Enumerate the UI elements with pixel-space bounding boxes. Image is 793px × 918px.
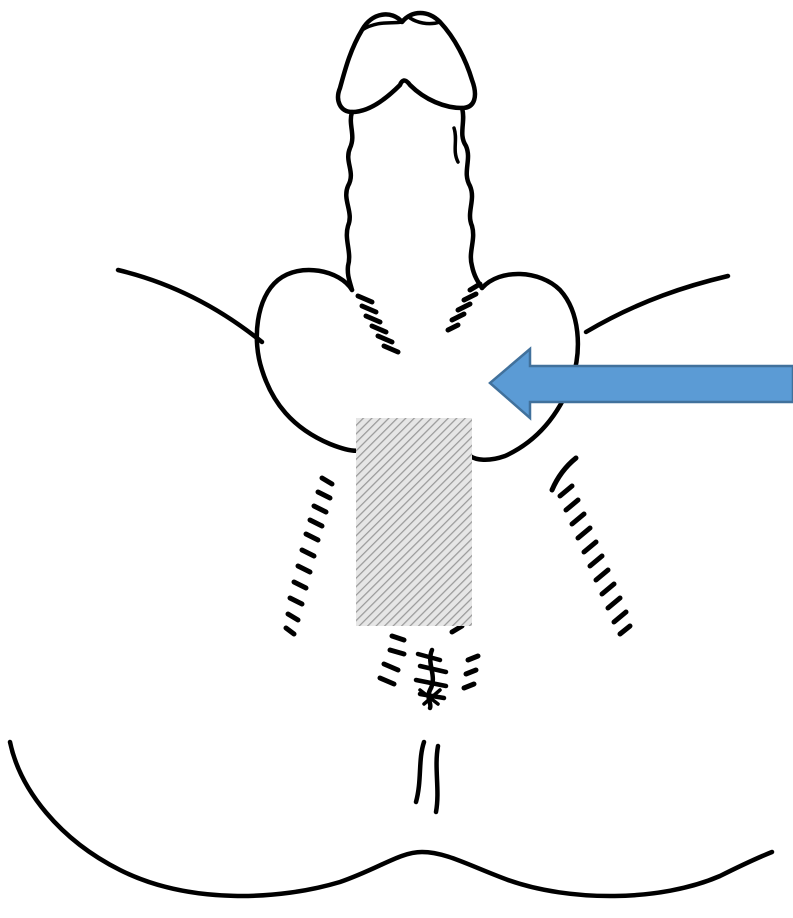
right-thigh-hatching [552, 458, 630, 634]
shaft-left-edge [346, 112, 352, 290]
left-groin-line [118, 270, 262, 342]
right-groin-line [586, 276, 728, 332]
glans-outline [338, 13, 475, 112]
shaft-right-edge [462, 108, 482, 288]
shaft-inner-stroke [454, 128, 458, 162]
buttock-contour [10, 742, 772, 896]
scrotal-hatching [358, 284, 480, 352]
anus-mark [416, 650, 446, 708]
pointer-arrow [490, 349, 793, 418]
left-thigh-hatching [286, 478, 332, 634]
gluteal-cleft [416, 742, 438, 812]
redaction-box [356, 418, 472, 626]
